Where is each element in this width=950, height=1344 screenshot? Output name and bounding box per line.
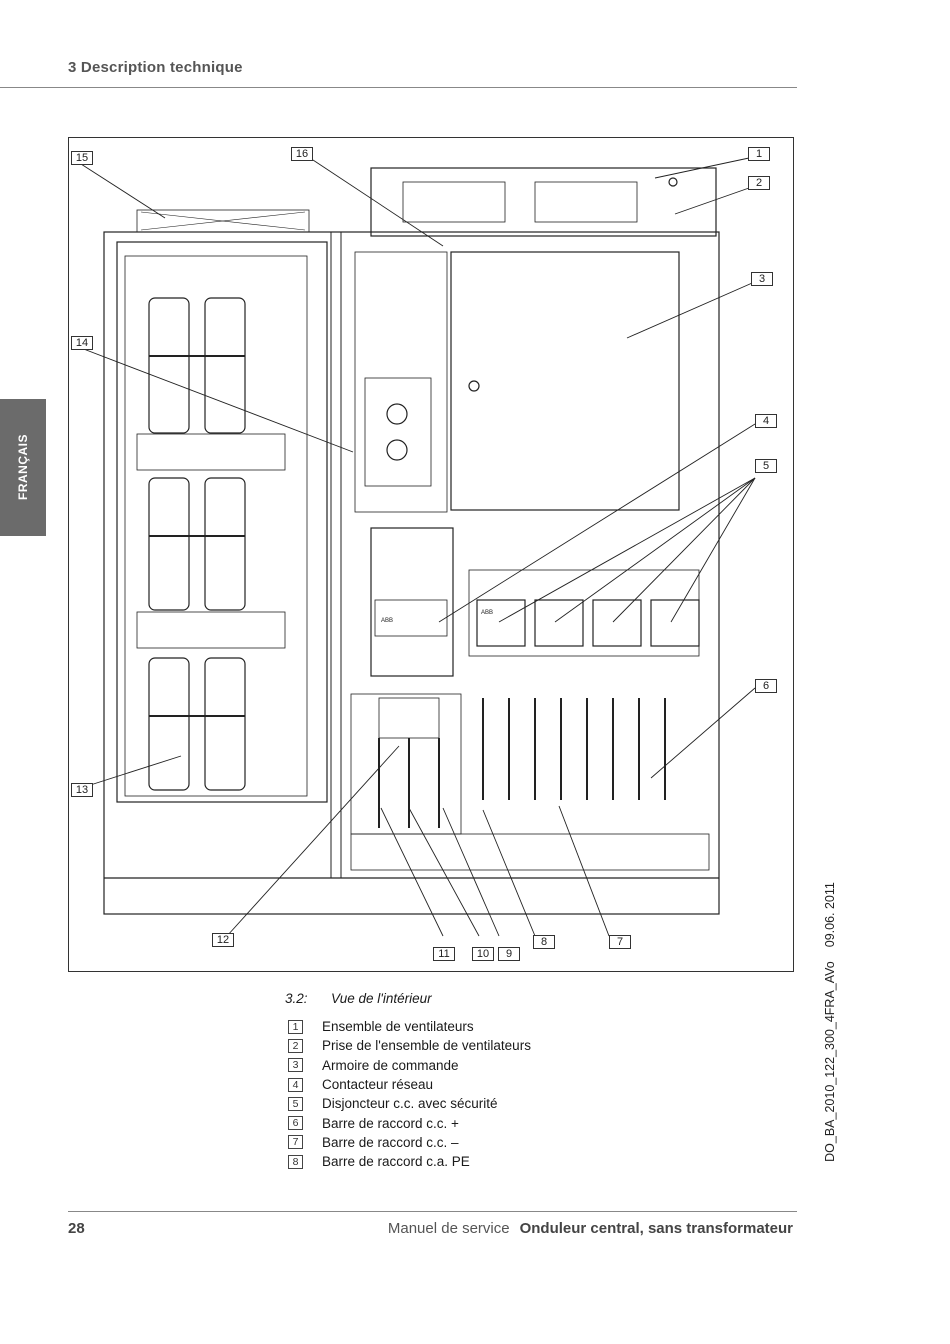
document-date: 09.06. 2011	[823, 882, 837, 948]
callout-14: 14	[71, 336, 93, 350]
control-cabinet	[450, 251, 680, 511]
callout-6: 6	[755, 679, 777, 693]
cabinet-body	[103, 231, 720, 915]
dc-breaker	[476, 599, 526, 647]
figure-caption-number: 3.2:	[285, 991, 308, 1006]
dc-breaker	[534, 599, 584, 647]
breaker-brand: ABB	[481, 610, 493, 616]
legend-number: 7	[288, 1135, 303, 1150]
legend-label: Prise de l'ensemble de ventilateurs	[322, 1038, 531, 1054]
callout-8: 8	[533, 935, 555, 949]
callout-15: 15	[71, 151, 93, 165]
callout-13: 13	[71, 783, 93, 797]
language-tab-label: FRANÇAIS	[16, 434, 30, 500]
document-code: DO_BA_2010_122_300_4FRA_AVo	[823, 961, 837, 1162]
dc-breaker	[592, 599, 642, 647]
legend-number: 1	[288, 1019, 303, 1034]
document-reference: DO_BA_2010_122_300_4FRA_AVo 09.06. 2011	[823, 882, 837, 1162]
footer-divider	[68, 1211, 797, 1212]
legend-number: 8	[288, 1154, 303, 1169]
figure-caption-text: Vue de l'intérieur	[331, 991, 432, 1006]
legend-item: 6 Barre de raccord c.c. +	[288, 1113, 531, 1132]
legend-label: Barre de raccord c.c. –	[322, 1134, 459, 1150]
callout-10: 10	[472, 947, 494, 961]
page-number: 28	[68, 1220, 85, 1237]
capacitor	[204, 297, 246, 434]
capacitor	[148, 477, 190, 611]
callout-11: 11	[433, 947, 455, 961]
callout-3: 3	[751, 272, 773, 286]
language-tab: FRANÇAIS	[0, 399, 46, 536]
fan-housing	[370, 167, 717, 237]
legend-item: 1 Ensemble de ventilateurs	[288, 1017, 531, 1036]
legend-number: 4	[288, 1077, 303, 1092]
capacitor	[148, 657, 190, 791]
product-name: Onduleur central, sans transformateur	[519, 1220, 793, 1237]
legend-number: 6	[288, 1116, 303, 1131]
figure-caption: 3.2: Vue de l'intérieur	[285, 991, 432, 1006]
cabinet-drawing: ABB ABB	[80, 157, 760, 937]
callout-7: 7	[609, 935, 631, 949]
legend-item: 4 Contacteur réseau	[288, 1075, 531, 1094]
cabinet-interior-figure: ABB ABB 15 16 1 2 3 14 4 5 6 13 12 8 7 1…	[68, 137, 794, 972]
capacitor	[148, 297, 190, 434]
legend-number: 2	[288, 1038, 303, 1053]
dc-breaker	[650, 599, 700, 647]
legend-label: Barre de raccord c.a. PE	[322, 1154, 470, 1170]
legend-label: Armoire de commande	[322, 1057, 459, 1073]
legend-item: 2 Prise de l'ensemble de ventilateurs	[288, 1036, 531, 1055]
callout-5: 5	[755, 459, 777, 473]
legend-item: 7 Barre de raccord c.c. –	[288, 1133, 531, 1152]
legend-item: 8 Barre de raccord c.a. PE	[288, 1152, 531, 1171]
callout-9: 9	[498, 947, 520, 961]
callout-4: 4	[755, 414, 777, 428]
contactor-brand: ABB	[381, 618, 393, 624]
footer-title: Manuel de service Onduleur central, sans …	[388, 1220, 793, 1237]
legend-item: 3 Armoire de commande	[288, 1056, 531, 1075]
legend-number: 5	[288, 1096, 303, 1111]
legend-label: Ensemble de ventilateurs	[322, 1019, 474, 1035]
mains-contactor	[370, 527, 454, 677]
figure-legend: 1 Ensemble de ventilateurs 2 Prise de l'en…	[288, 1017, 531, 1171]
legend-label: Barre de raccord c.c. +	[322, 1115, 459, 1131]
callout-16: 16	[291, 147, 313, 161]
legend-label: Disjoncteur c.c. avec sécurité	[322, 1096, 498, 1112]
left-door	[116, 241, 328, 803]
callout-2: 2	[748, 176, 770, 190]
manual-name: Manuel de service	[387, 1220, 510, 1237]
capacitor	[204, 477, 246, 611]
capacitor	[204, 657, 246, 791]
legend-number: 3	[288, 1058, 303, 1073]
section-title: 3 Description technique	[68, 59, 243, 76]
legend-label: Contacteur réseau	[322, 1077, 434, 1093]
callout-12: 12	[212, 933, 234, 947]
callout-1: 1	[748, 147, 770, 161]
header-divider	[0, 87, 797, 88]
legend-item: 5 Disjoncteur c.c. avec sécurité	[288, 1094, 531, 1113]
